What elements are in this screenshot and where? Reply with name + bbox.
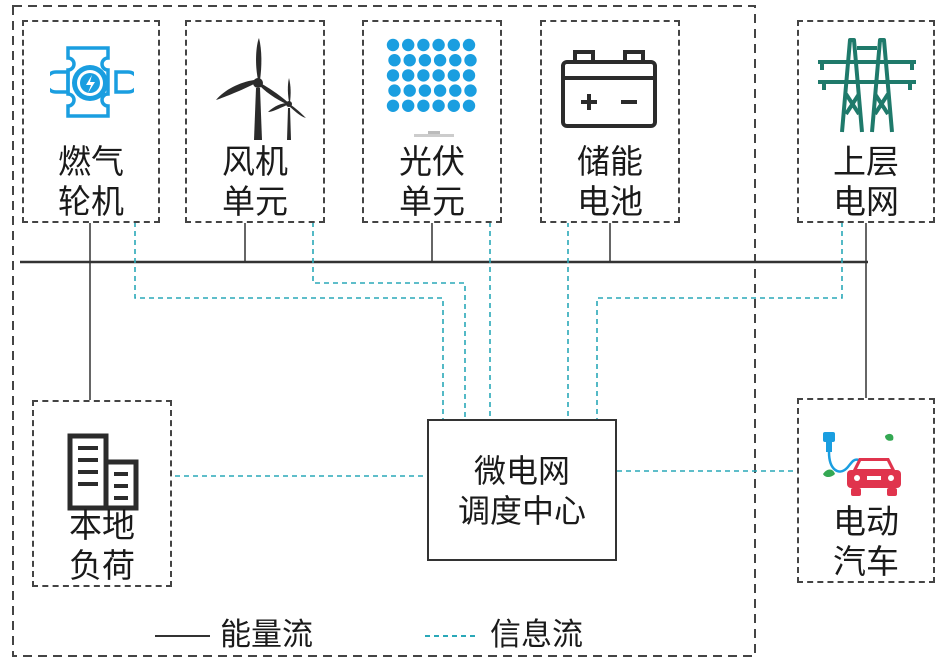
solar-cell (464, 54, 477, 67)
solar-cell (386, 99, 400, 112)
solar-cell (418, 54, 432, 67)
legend-energy-label: 能量流 (220, 617, 313, 653)
ev-label-2: 汽车 (833, 542, 899, 581)
solar-cell (432, 38, 445, 52)
node-load: 本地 负荷 (32, 400, 172, 587)
storage-label-2: 电池 (577, 182, 643, 221)
solar-cell (433, 84, 447, 97)
pv-label-2: 单元 (399, 182, 465, 221)
info-link-grid (596, 222, 843, 420)
legend-info-label: 信息流 (490, 617, 583, 653)
solar-cell (388, 84, 401, 97)
solar-cell (462, 99, 476, 112)
solar-cell (402, 99, 415, 112)
solar-cell (462, 69, 476, 82)
ev-label-1: 电动 (833, 502, 899, 541)
gas-turbine-icon (50, 46, 134, 118)
solar-cell (402, 38, 415, 52)
solar-cell (403, 84, 416, 97)
solar-cell (417, 99, 430, 112)
solar-cell (418, 84, 432, 97)
solar-cell (432, 99, 445, 112)
solar-cell (449, 54, 462, 67)
solar-cell (447, 69, 460, 82)
gas-turbine-label-2: 轮机 (58, 182, 124, 221)
node-pv: 光伏 单元 (362, 20, 502, 223)
solar-cell (449, 84, 462, 97)
solar-cell (417, 38, 430, 52)
wind-label-2: 单元 (222, 182, 288, 221)
node-ev: 电动 汽车 (797, 398, 935, 583)
load-label-1: 本地 (69, 506, 135, 545)
solar-cell (447, 99, 460, 112)
solar-cell (388, 54, 401, 67)
node-storage: 储能 电池 (540, 20, 680, 223)
center-label-1: 微电网 (473, 452, 570, 490)
info-link-wind (312, 222, 466, 420)
center-label-2: 调度中心 (457, 492, 586, 530)
storage-label-1: 储能 (577, 142, 643, 181)
solar-cell (386, 38, 400, 52)
ev-charging-icon (823, 432, 901, 496)
dispatch-center: 微电网 调度中心 (427, 419, 617, 561)
solar-cell (433, 54, 447, 67)
gas-turbine-label-1: 燃气 (58, 142, 124, 181)
microgrid-boundary (12, 5, 756, 657)
solar-cell (464, 84, 477, 97)
battery-icon (561, 50, 657, 128)
solar-cell (462, 38, 476, 52)
info-link-gas-turbine (134, 222, 444, 420)
load-label-2: 负荷 (69, 546, 135, 585)
solar-cell (447, 38, 460, 52)
node-grid: 上层 电网 (797, 20, 935, 223)
wind-turbine-icon (216, 38, 306, 140)
grid-label-2: 电网 (833, 182, 899, 221)
solar-cell (432, 69, 445, 82)
solar-panel-icon (386, 38, 477, 137)
transmission-tower-icon (818, 38, 916, 133)
building-icon (67, 433, 139, 511)
solar-cell (403, 54, 416, 67)
node-gas-turbine: 燃气 轮机 (22, 20, 160, 223)
pv-label-1: 光伏 (399, 142, 465, 181)
wind-label-1: 风机 (222, 142, 288, 181)
node-wind: 风机 单元 (185, 20, 325, 223)
solar-cell (386, 69, 400, 82)
grid-label-1: 上层 (833, 142, 899, 181)
solar-cell (417, 69, 430, 82)
solar-cell (402, 69, 415, 82)
